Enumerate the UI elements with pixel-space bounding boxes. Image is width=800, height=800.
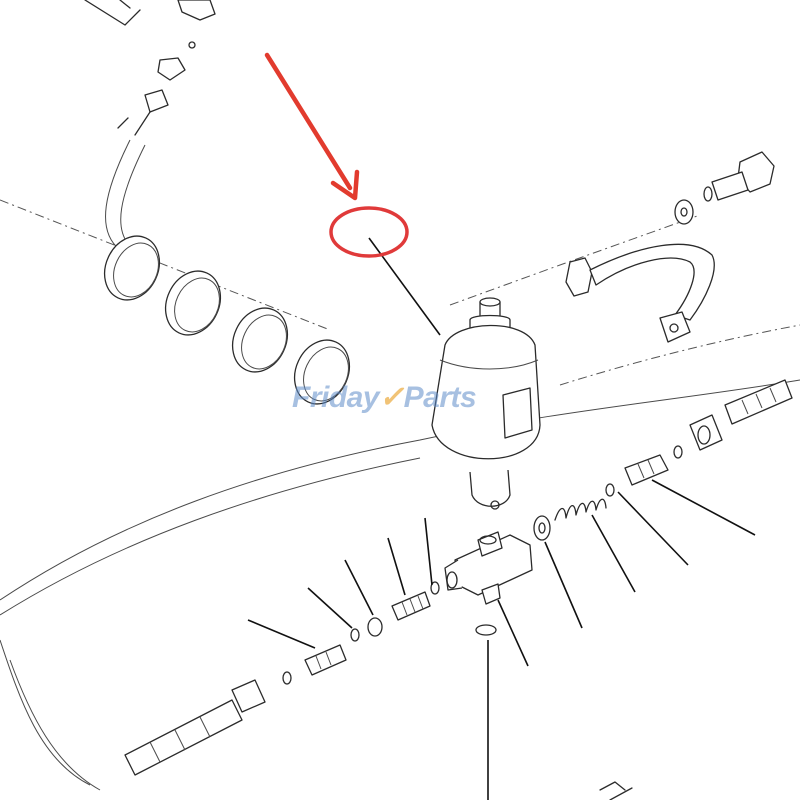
top-left-bracket: [84, 0, 216, 136]
clamp-ring: [164, 270, 222, 336]
accumulator[interactable]: [431, 297, 541, 510]
clamp-ring: [293, 339, 351, 405]
upper-right-hardware: [565, 151, 775, 343]
lower-left-hose-end: [124, 679, 266, 776]
right-hose-fittings: [605, 379, 793, 497]
background-hose-lines: [0, 139, 800, 791]
red-arrow: [264, 52, 360, 201]
bottom-right-detail: [599, 781, 633, 800]
left-small-parts: [282, 581, 440, 685]
hose-clamp-rings: [103, 235, 351, 405]
clamp-ring: [231, 307, 289, 373]
highlight-circle: [329, 206, 409, 258]
spring-and-seal: [533, 498, 607, 541]
valve-block: [444, 531, 533, 636]
clamp-ring: [103, 235, 161, 301]
